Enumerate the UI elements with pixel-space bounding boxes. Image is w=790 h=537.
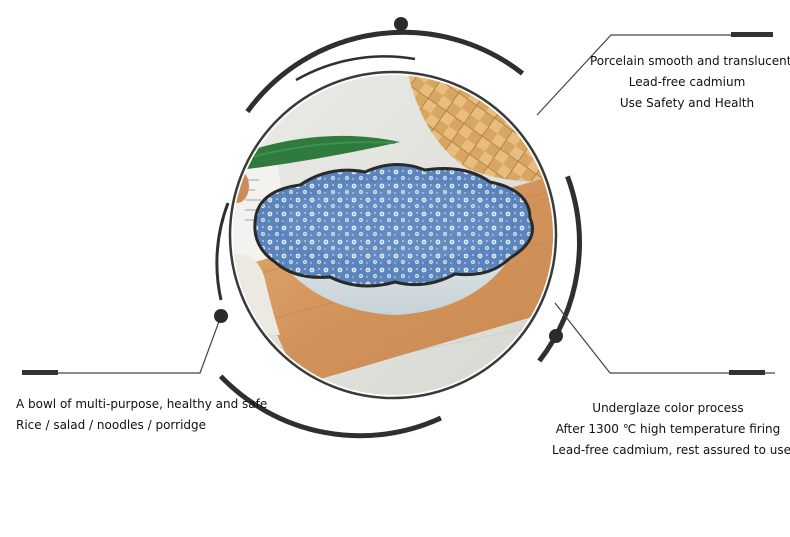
callout-connectors [22, 34, 775, 374]
callout-text-line: Use Safety and Health [619, 96, 755, 110]
callout-left: A bowl of multi-purpose, healthy and saf… [16, 394, 268, 436]
callout-top-right: Porcelain smooth and translucent Lead-fr… [590, 51, 790, 114]
bowl-scene [233, 75, 553, 395]
callout-text-line: Rice / salad / noodles / porridge [16, 418, 207, 432]
callout-text-line: Porcelain smooth and translucent [590, 54, 790, 68]
callout-text-line: After 1300 ℃ high temperature firing [555, 422, 781, 436]
callout-text-line: Lead-free cadmium, rest assured to use [552, 443, 790, 457]
decorative-rings [215, 29, 582, 439]
callout-text-line: Underglaze color process [592, 401, 744, 415]
marker-dots [214, 17, 563, 343]
callout-text-line: A bowl of multi-purpose, healthy and saf… [16, 397, 268, 411]
callout-bottom-right: Underglaze color process After 1300 ℃ hi… [552, 398, 790, 461]
callout-caps [22, 32, 773, 375]
callout-text-line: Lead-free cadmium [628, 75, 746, 89]
